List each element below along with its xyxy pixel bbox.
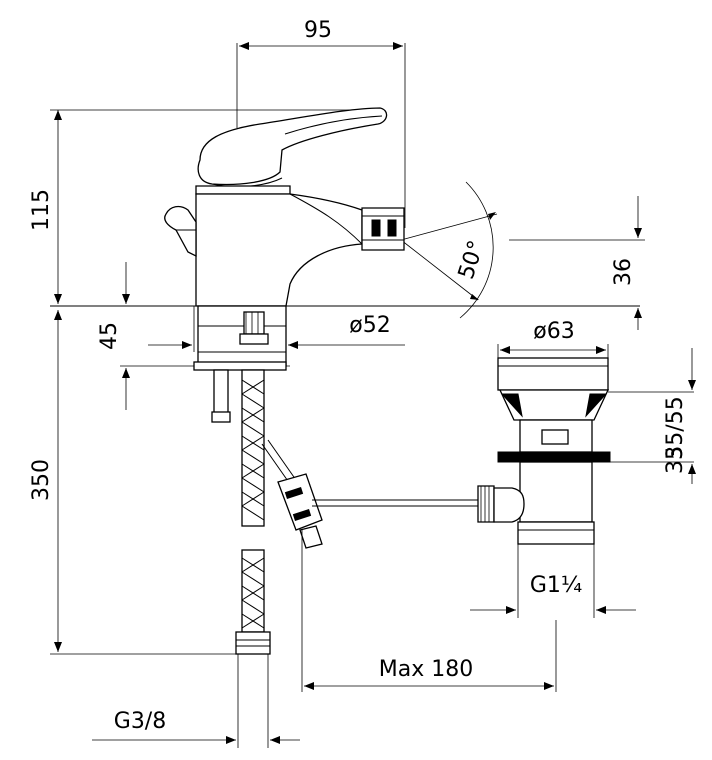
dim-waste-diameter: ø63	[497, 319, 609, 358]
mixer-body	[195, 193, 363, 307]
dim-label-95: 95	[304, 18, 332, 43]
lever-handle	[197, 107, 388, 186]
dim-total-height: 350	[29, 310, 250, 655]
dim-label-115: 115	[29, 189, 54, 231]
dim-label-350: 350	[29, 459, 54, 501]
under-deck-fittings	[193, 305, 287, 423]
faucet-body	[164, 107, 405, 307]
dim-label-angle: 50°	[454, 238, 490, 283]
dim-label-36: 36	[611, 258, 636, 286]
hose-hatch-upper	[241, 379, 265, 521]
dim-waste-range: 35/55 35	[608, 348, 696, 484]
waste-tailpiece	[517, 521, 595, 545]
dim-waste-thread: G1¼	[470, 544, 636, 618]
braided-hose	[235, 369, 271, 655]
dim-label-3555: 35/55	[663, 396, 688, 459]
dim-label-g38: G3/8	[114, 709, 166, 734]
hose-hatch-lower	[241, 557, 265, 629]
dim-spout-height: 36	[509, 196, 645, 330]
dim-max-reach: Max 180	[301, 530, 557, 692]
dim-label-52: ø52	[349, 313, 390, 338]
dim-label-g114: G1¼	[530, 573, 582, 598]
dim-hose-thread: G3/8	[92, 654, 300, 748]
linkage-clamp	[277, 473, 323, 531]
dim-width-top: 95	[236, 18, 406, 228]
waste-gasket	[497, 451, 611, 463]
dim-label-45: 45	[97, 322, 122, 350]
dim-label-max180: Max 180	[379, 657, 473, 682]
dim-angle: 50°	[400, 181, 498, 319]
popup-knob	[164, 205, 197, 258]
dim-height-top: 115	[29, 109, 384, 304]
waste-cap	[497, 357, 609, 391]
dim-label-35: 35	[663, 446, 688, 474]
popup-linkage	[261, 439, 478, 549]
dim-label-63: ø63	[533, 319, 574, 344]
spout-nozzle	[361, 207, 405, 251]
waste-assembly	[477, 357, 611, 545]
